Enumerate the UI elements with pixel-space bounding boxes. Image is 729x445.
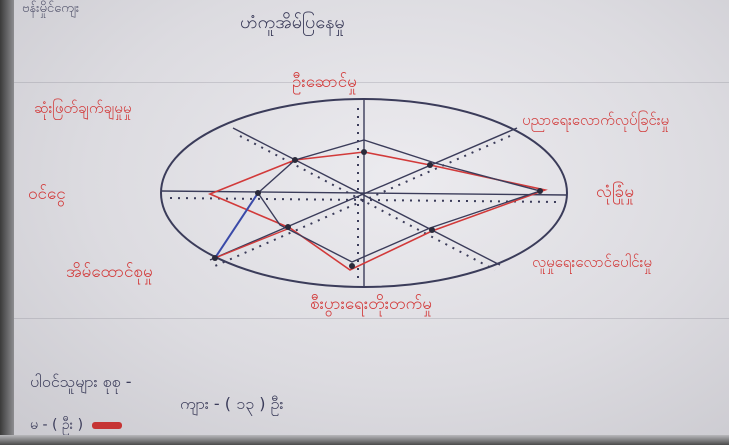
diagram-circle bbox=[160, 98, 568, 288]
header-scribble: ဗန်းမှိုင်ကျေး bbox=[22, 1, 80, 16]
vertex-dots bbox=[212, 149, 543, 269]
axis-label-left: ဝင်ငွေ bbox=[28, 184, 66, 204]
axis-label-top: ဦးဆောင်မှု bbox=[292, 72, 357, 92]
spoke-diagonal-1 bbox=[232, 127, 501, 266]
red-stroke bbox=[214, 227, 291, 259]
page-title: ဟံကူအိမ်ပြနေမှု bbox=[240, 12, 345, 33]
axis-label-lower-right: လူမှုရေးလောင်ပေါင်းမှု bbox=[532, 253, 652, 271]
paper-crease bbox=[0, 318, 729, 319]
photo-edge-bottom bbox=[0, 435, 729, 445]
axis-label-upper-left: ဆုံးဖြတ်ချက်ချမှုမှု bbox=[34, 99, 132, 117]
footer-participants-line: ပါဝင်သူများ စုစု - bbox=[30, 372, 132, 391]
axis-label-lower-left: အိမ်ထောင်စုမှု bbox=[66, 262, 153, 282]
diagram-spokes bbox=[160, 100, 568, 286]
axis-label-upper-right: ပညာရေးလောက်လုပ်ခြင်းမှု bbox=[522, 111, 670, 129]
axis-label-right: လုံခြုံမှု bbox=[596, 182, 635, 202]
red-marker-stroke bbox=[92, 422, 122, 429]
footer-female-count: မ - ( ဦး ) bbox=[30, 417, 84, 433]
spoke-horizontal bbox=[160, 190, 568, 196]
photo-edge-left bbox=[0, 0, 14, 445]
red-polygon bbox=[207, 151, 548, 271]
footer-male-count: ကျား - ( ၁၃ ) ဦး bbox=[180, 394, 284, 413]
black-polygon bbox=[257, 139, 543, 263]
axis-label-bottom: စီးပွားရေးတိုးတက်မှု bbox=[310, 294, 432, 314]
spoke-diagonal-2 bbox=[209, 127, 518, 261]
blue-stroke bbox=[214, 192, 259, 259]
paper-crease bbox=[0, 82, 729, 83]
spoke-ticks bbox=[169, 108, 561, 280]
